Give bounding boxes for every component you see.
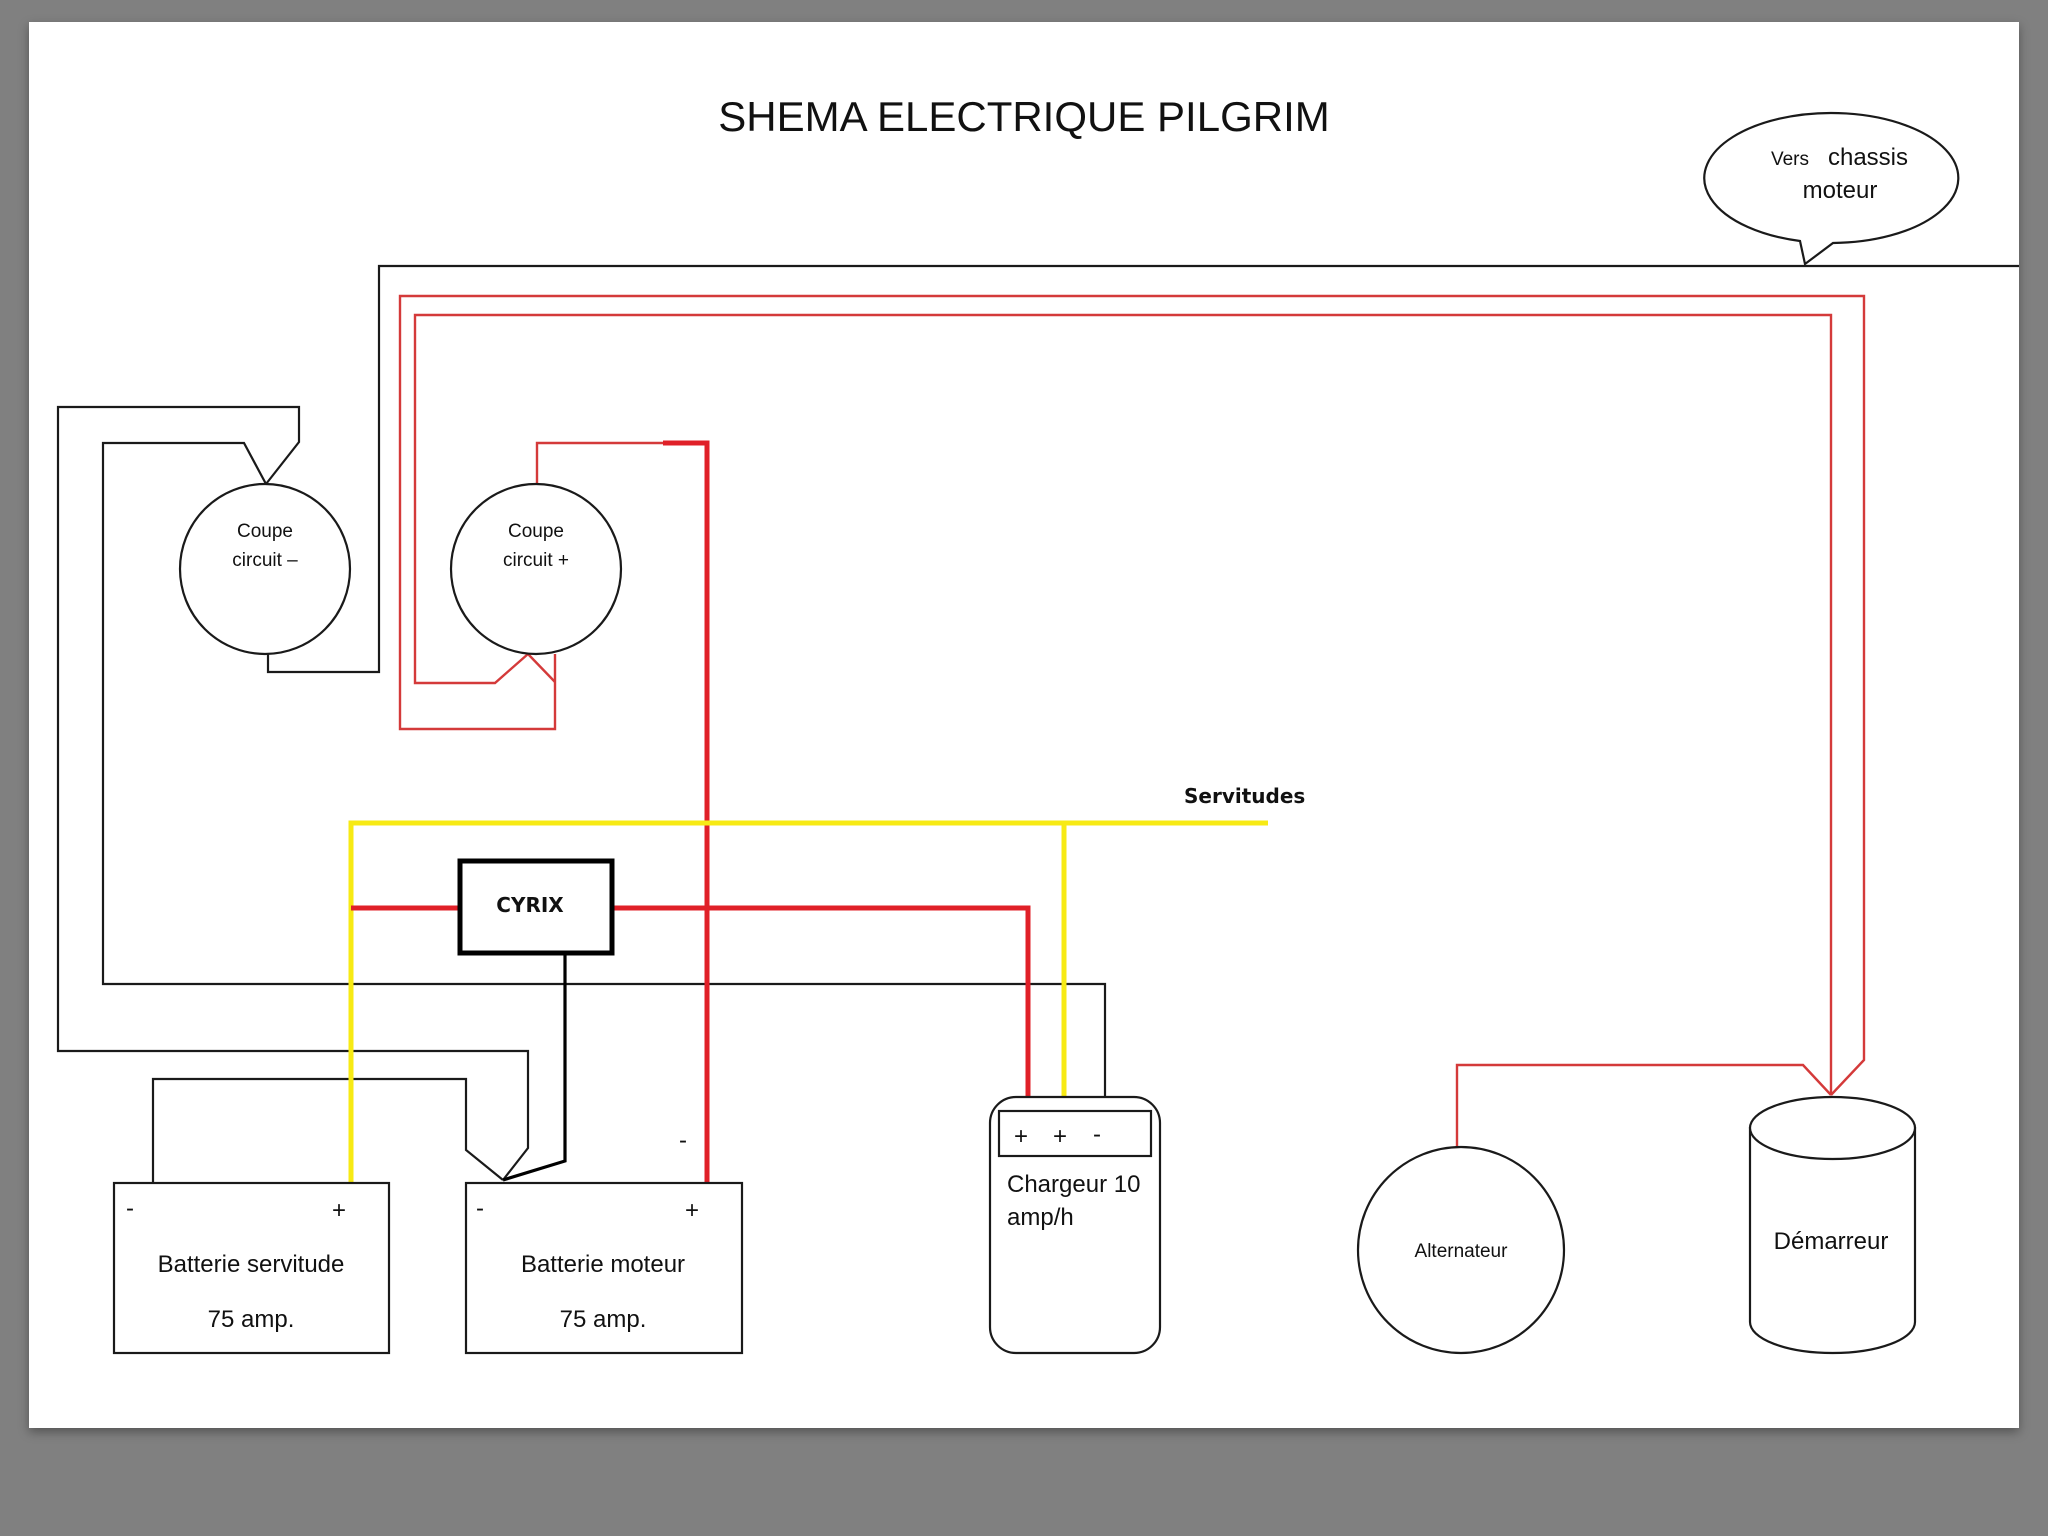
callout-text-moteur: moteur (1803, 177, 1878, 204)
chargeur-terminal-2: + (1053, 1123, 1067, 1150)
coupe-circuit-negative-label-1: Coupe (237, 521, 293, 542)
wire-ground-chassis (266, 264, 2019, 674)
demarreur-label: Démarreur (1774, 1228, 1889, 1255)
chargeur-body (988, 1095, 1162, 1355)
demarreur-body (1748, 1126, 1917, 1355)
diagram-title: SHEMA ELECTRIQUE PILGRIM (718, 93, 1329, 140)
coupe-circuit-positive-shape (449, 482, 623, 656)
callout-bubble (1703, 111, 1960, 266)
chargeur-terminal-1: + (1014, 1123, 1028, 1150)
stray-minus-mark: - (679, 1127, 687, 1154)
coupe-circuit-positive-label-1: Coupe (508, 521, 564, 542)
wire-neg-outer (56, 405, 530, 1181)
alternateur[interactable]: Alternateur (1356, 1145, 1566, 1355)
wire-neg-batteries (151, 1077, 504, 1183)
batterie-moteur-pos: + (685, 1197, 699, 1224)
batterie-moteur-box (464, 1181, 744, 1355)
chargeur-label-2: amp/h (1007, 1204, 1074, 1231)
wire-coupe-plus-outer (398, 294, 1866, 1096)
wire-neg-inner (101, 441, 1107, 1097)
batterie-servitude-capacity: 75 amp. (208, 1306, 295, 1333)
coupe-circuit-negative[interactable]: Coupe circuit – (178, 482, 352, 656)
batterie-servitude-name: Batterie servitude (158, 1251, 345, 1278)
servitudes-label: Servitudes (1184, 784, 1305, 808)
wire-servitudes-bus (348, 820, 1268, 1183)
demarreur[interactable]: Démarreur (1748, 1095, 1917, 1355)
batterie-servitude-pos: + (332, 1197, 346, 1224)
chargeur[interactable]: + + - Chargeur 10 amp/h (988, 1095, 1162, 1355)
batterie-moteur-name: Batterie moteur (521, 1251, 685, 1278)
callout-text-chassis: chassis (1828, 144, 1908, 171)
batterie-moteur-capacity: 75 amp. (560, 1306, 647, 1333)
alternateur-label: Alternateur (1415, 1241, 1509, 1262)
wire-coupe-plus-inner (413, 313, 1833, 1095)
batterie-servitude-box (112, 1181, 391, 1355)
chargeur-terminal-3: - (1093, 1121, 1101, 1148)
alternateur-shape (1356, 1145, 1566, 1355)
wire-cyrix-right (612, 905, 1031, 1097)
cyrix-relay[interactable]: CYRIX (457, 858, 615, 956)
coupe-circuit-negative-label-2: circuit – (232, 550, 298, 571)
coupe-circuit-negative-shape (178, 482, 352, 656)
chargeur-label-1: Chargeur 10 (1007, 1171, 1140, 1198)
batterie-servitude-neg: - (126, 1195, 134, 1222)
wire-coupe-plus-link (527, 653, 556, 683)
cyrix-box (457, 858, 615, 956)
wire-coupe-plus-top (535, 441, 665, 484)
wire-positive-main (663, 440, 710, 1183)
cyrix-label: CYRIX (496, 893, 564, 917)
coupe-circuit-positive[interactable]: Coupe circuit + (449, 482, 623, 656)
demarreur-top (1748, 1095, 1917, 1161)
chassis-callout: Vers chassis moteur (1703, 111, 1960, 266)
coupe-circuit-positive-label-2: circuit + (503, 550, 569, 571)
batterie-moteur-neg: - (476, 1195, 484, 1222)
batterie-moteur[interactable]: - + Batterie moteur 75 amp. (464, 1181, 744, 1355)
callout-text-vers: Vers (1771, 149, 1809, 170)
chargeur-terminal-block (997, 1109, 1153, 1158)
wire-alternateur-demarreur (1455, 1063, 1832, 1147)
wire-cyrix-ground (502, 953, 567, 1182)
batterie-servitude[interactable]: - + Batterie servitude 75 amp. (112, 1181, 391, 1355)
